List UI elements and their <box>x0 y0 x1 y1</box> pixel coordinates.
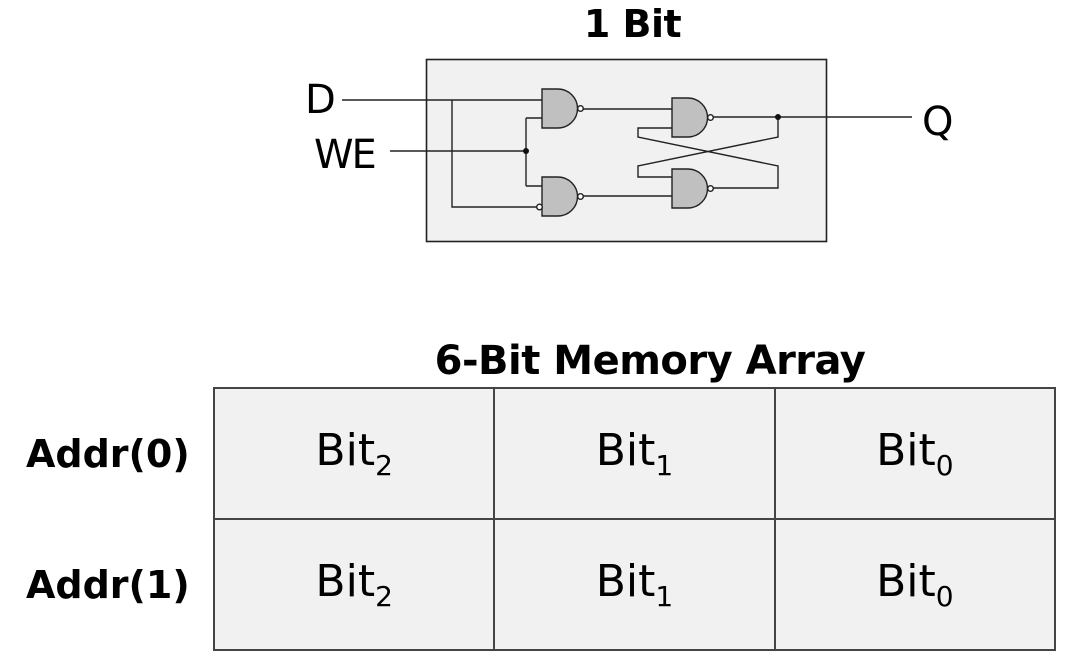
memory-array-title: 6-Bit Memory Array <box>434 338 866 384</box>
memory-row-addr-1: Bit2 Bit1 Bit0 <box>212 518 1057 651</box>
output-label-q: Q <box>922 99 954 145</box>
memory-cell: Bit2 <box>212 518 496 651</box>
memory-cell: Bit0 <box>773 518 1057 651</box>
wire-feedback-qbar <box>637 127 779 189</box>
memory-row-addr-0: Bit2 Bit1 Bit0 <box>212 387 1057 520</box>
memory-cell: Bit1 <box>493 518 776 651</box>
cell-index: 2 <box>375 580 393 613</box>
nand-gate-input-bottom <box>536 176 585 217</box>
nand-gate-input-top <box>541 88 585 129</box>
cell-label: Bit <box>595 425 656 476</box>
inverter-bubble-d <box>536 203 544 211</box>
cell-label: Bit <box>876 556 936 607</box>
wire-feedback-q <box>637 117 779 178</box>
junction-we <box>523 148 529 154</box>
memory-cell: Bit1 <box>493 387 776 520</box>
memory-array-table: Bit2 Bit1 Bit0 Bit2 Bit1 Bit0 <box>212 387 1057 651</box>
cell-index: 0 <box>935 580 954 613</box>
memory-cell: Bit2 <box>212 387 496 520</box>
nand-gate-latch-bottom <box>671 168 715 209</box>
cell-label: Bit <box>876 425 936 476</box>
bit-cell-title: 1 Bit <box>583 2 682 46</box>
one-bit-cell-circuit <box>342 58 912 243</box>
nand-gate-latch-top <box>671 97 715 138</box>
cell-index: 1 <box>655 580 674 613</box>
memory-cell: Bit0 <box>773 387 1057 520</box>
address-label-0: Addr(0) <box>26 432 190 476</box>
cell-label: Bit <box>595 556 656 607</box>
cell-index: 1 <box>655 449 674 482</box>
address-label-1: Addr(1) <box>26 563 190 607</box>
cell-label: Bit <box>315 425 376 476</box>
input-label-d: D <box>305 77 336 123</box>
cell-index: 0 <box>935 449 954 482</box>
junction-q <box>775 114 781 120</box>
cell-index: 2 <box>375 449 393 482</box>
cell-label: Bit <box>315 556 376 607</box>
wire-d-branch <box>451 100 538 208</box>
input-label-we: WE <box>314 132 377 178</box>
